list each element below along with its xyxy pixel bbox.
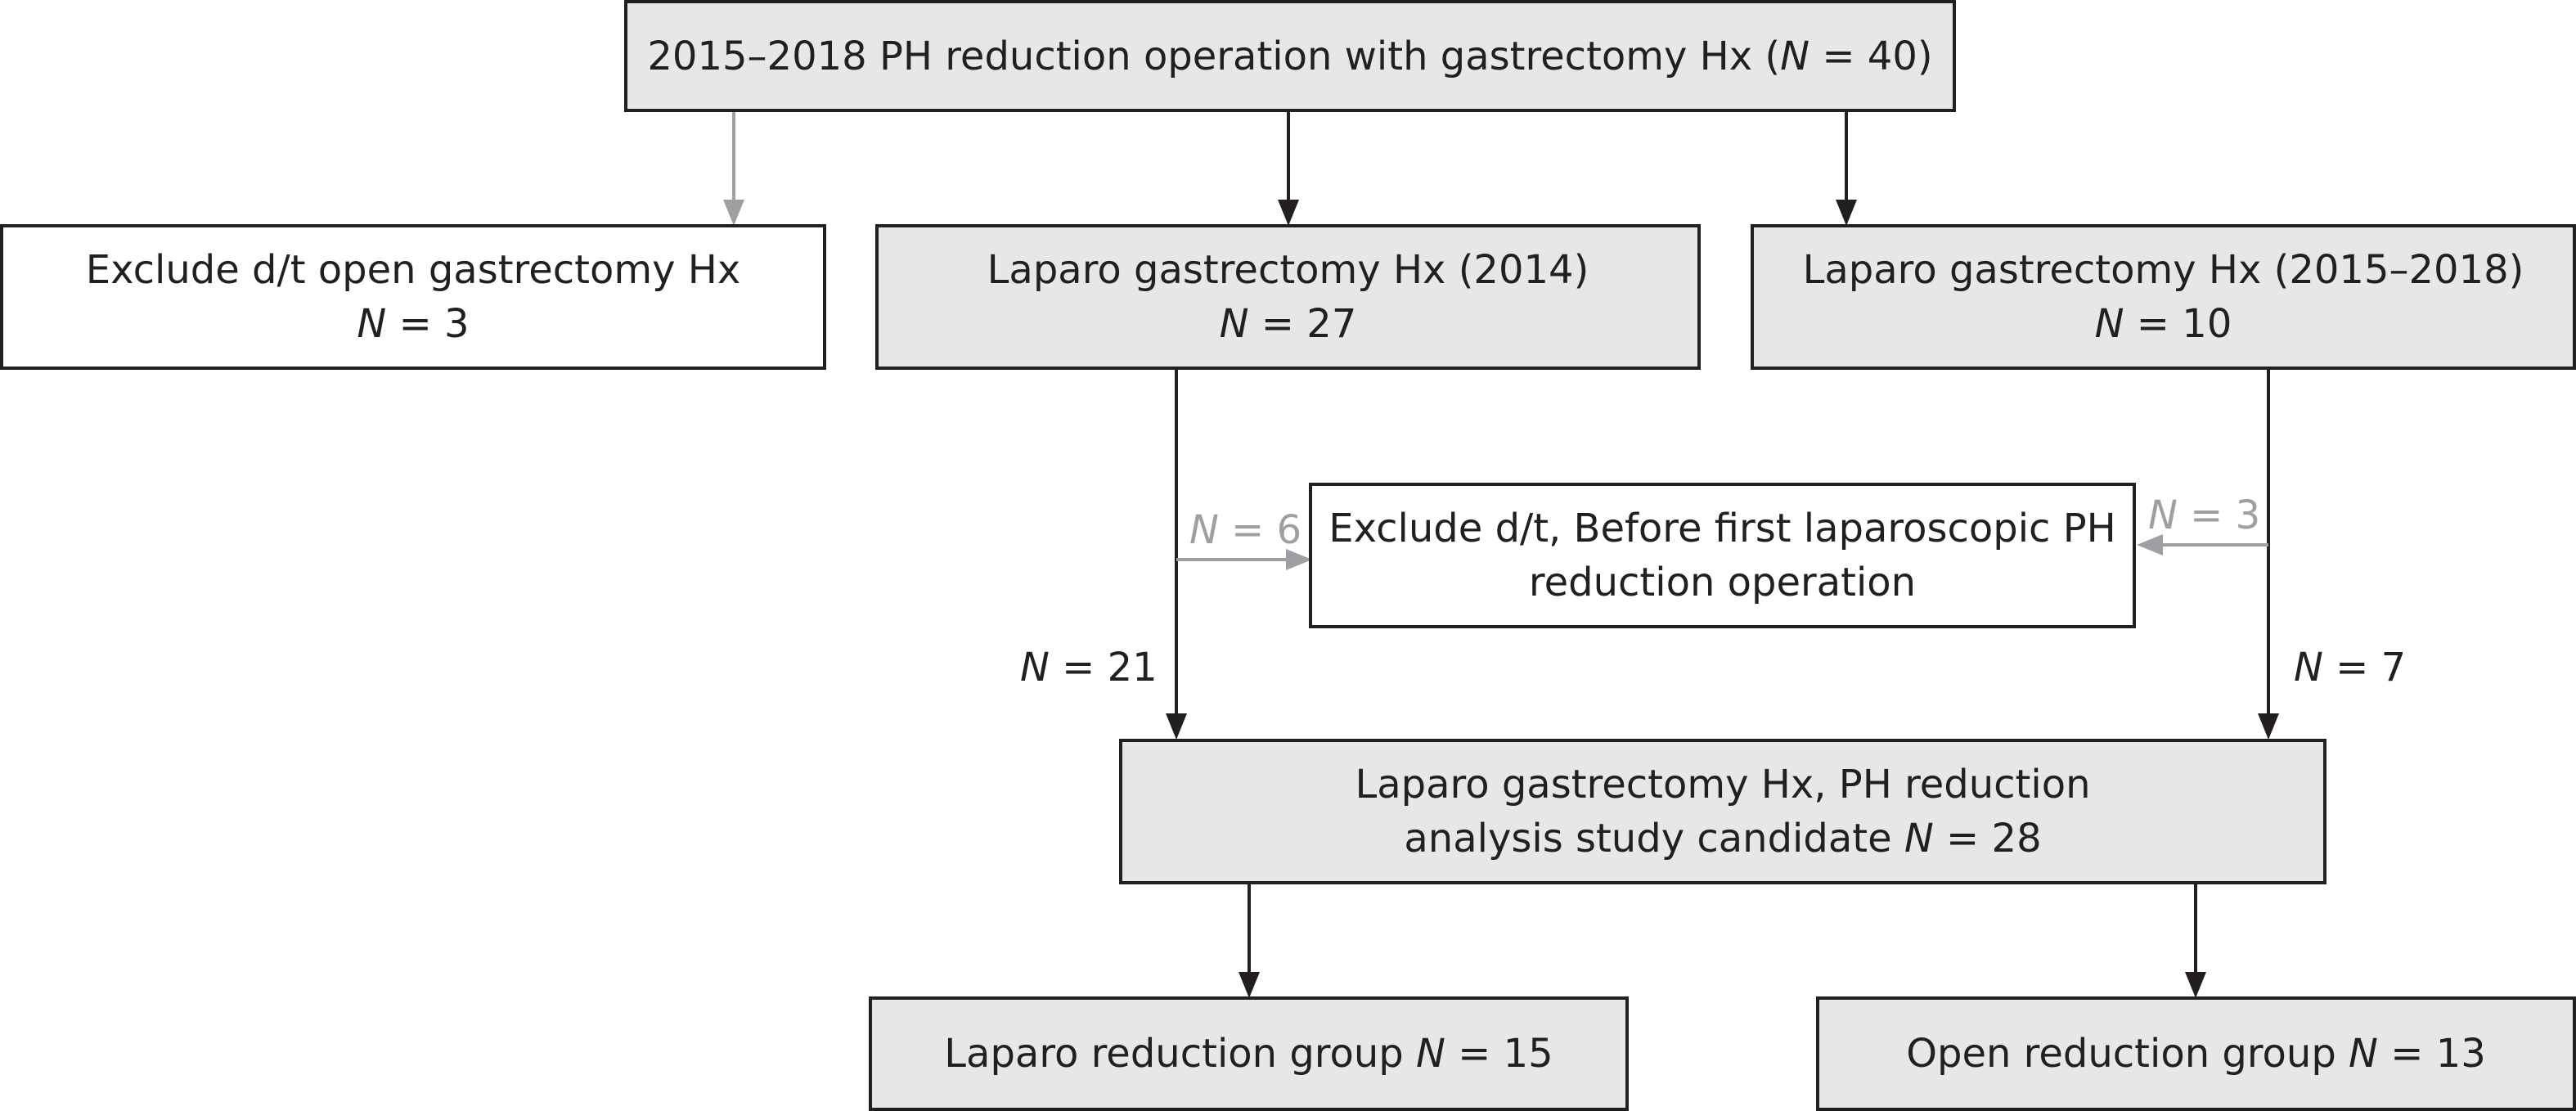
arrowhead-candidate-left: [1166, 713, 1187, 740]
open-reduction-group-box: Open reduction group N = 13: [1816, 996, 2576, 1111]
arrowhead-exclude-before-first-left: [1286, 549, 1312, 570]
exclude-open-line1: Exclude d/t open gastrectomy Hx: [85, 247, 741, 293]
laparo-2014-count: N = 27: [1219, 301, 1357, 347]
open-group-text: Open reduction group N = 13: [1906, 1031, 2486, 1077]
laparo-gastrectomy-2015-2018-box: Laparo gastrectomy Hx (2015–2018) N = 10: [1751, 224, 2576, 370]
arrowhead-exclude-open: [723, 200, 744, 226]
laparo-2015-2018-count: N = 10: [2094, 301, 2232, 347]
laparo-2015-2018-line1: Laparo gastrectomy Hx (2015–2018): [1802, 247, 2524, 293]
candidate-count: analysis study candidate N = 28: [1404, 816, 2042, 861]
exclude-before-first-box: Exclude d/t, Before first laparoscopic P…: [1309, 483, 2136, 628]
arrowhead-exclude-before-first-right: [2137, 534, 2163, 556]
arrowhead-laparo-group: [1239, 972, 1260, 998]
edge-label-left-excluded: N = 6: [1189, 507, 1302, 553]
edge-label-right-kept: N = 7: [2294, 645, 2407, 690]
exclude-before-first-line2: reduction operation: [1528, 560, 1917, 605]
exclude-before-first-line1: Exclude d/t, Before first laparoscopic P…: [1328, 506, 2116, 551]
study-candidate-box: Laparo gastrectomy Hx, PH reduction anal…: [1119, 739, 2326, 884]
laparo-group-text: Laparo reduction group N = 15: [944, 1031, 1553, 1077]
top-box: 2015–2018 PH reduction operation with ga…: [624, 0, 1956, 112]
laparo-gastrectomy-2014-box: Laparo gastrectomy Hx (2014) N = 27: [875, 224, 1701, 370]
edge-label-left-kept: N = 21: [1020, 645, 1158, 690]
edge-label-right-excluded: N = 3: [2148, 493, 2261, 538]
top-box-text: 2015–2018 PH reduction operation with ga…: [647, 33, 1933, 79]
arrowhead-candidate-right: [2258, 713, 2279, 740]
exclude-open-gastrectomy-box: Exclude d/t open gastrectomy Hx N = 3: [0, 224, 826, 370]
laparo-2014-line1: Laparo gastrectomy Hx (2014): [987, 247, 1589, 293]
candidate-line1: Laparo gastrectomy Hx, PH reduction: [1355, 762, 2091, 807]
exclude-open-count: N = 3: [357, 301, 470, 347]
arrowhead-open-group: [2185, 972, 2206, 998]
laparo-reduction-group-box: Laparo reduction group N = 15: [869, 996, 1629, 1111]
arrowhead-laparo-2015-2018: [1836, 200, 1857, 226]
arrowhead-laparo-2014: [1278, 200, 1299, 226]
